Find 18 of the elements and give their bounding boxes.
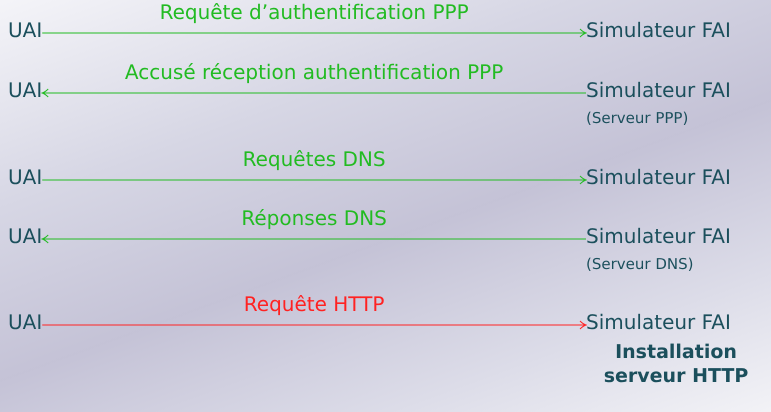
edge-label: Réponses DNS — [241, 206, 387, 230]
node-label: Simulateur FAI — [586, 310, 731, 334]
node-label: Simulateur FAI — [586, 78, 731, 102]
role-note: (Serveur PPP) — [586, 108, 690, 128]
edge-label: Accusé réception authentification PPP — [124, 60, 504, 84]
node-label: UAI — [8, 165, 42, 189]
edge-label: Requête d’authentification PPP — [160, 0, 469, 24]
node-label: Simulateur FAI — [586, 18, 731, 42]
edge-label: Requête HTTP — [244, 292, 384, 316]
node-label: UAI — [8, 310, 42, 334]
role-note: (Serveur DNS) — [586, 254, 694, 274]
node-label: UAI — [8, 224, 42, 248]
edge-label: Requêtes DNS — [242, 147, 386, 171]
bold-note: Installation serveur HTTP — [602, 340, 750, 388]
node-label: UAI — [8, 78, 42, 102]
node-label: UAI — [8, 18, 42, 42]
node-label: Simulateur FAI — [586, 165, 731, 189]
node-label: Simulateur FAI — [586, 224, 731, 248]
